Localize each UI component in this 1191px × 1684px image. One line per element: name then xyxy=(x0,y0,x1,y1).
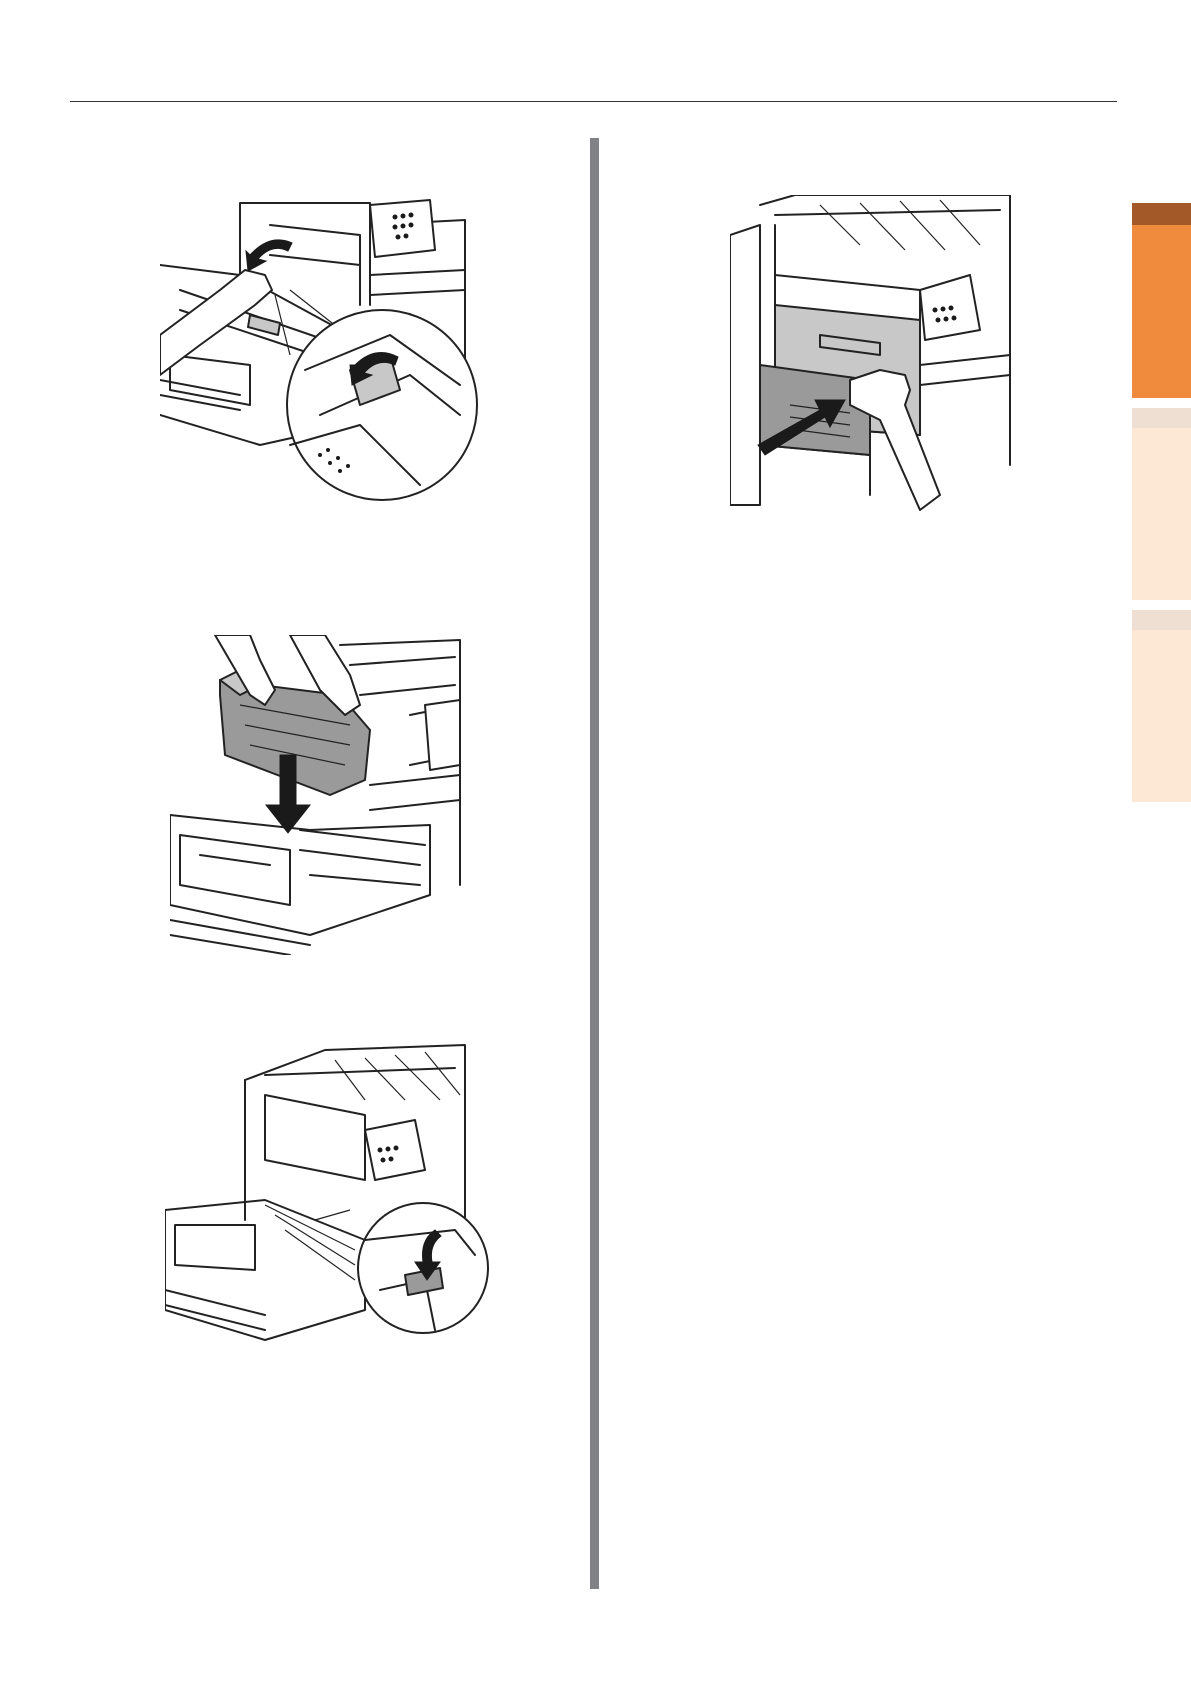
index-tab-1-cap[interactable] xyxy=(1132,203,1191,225)
index-tab-2-cap[interactable] xyxy=(1132,408,1191,428)
index-tab-3-cap[interactable] xyxy=(1132,610,1191,630)
column-divider xyxy=(590,138,599,1589)
close-side-cover-illustration xyxy=(730,195,1020,520)
lock-fuser-lever-illustration xyxy=(165,1040,490,1360)
insert-fuser-unit-illustration xyxy=(170,635,470,955)
release-fuser-lever-illustration xyxy=(160,195,480,520)
header-rule xyxy=(70,101,1117,102)
index-tab-3[interactable] xyxy=(1132,630,1191,802)
index-tab-2[interactable] xyxy=(1132,428,1191,600)
index-tab-1[interactable] xyxy=(1132,225,1191,398)
